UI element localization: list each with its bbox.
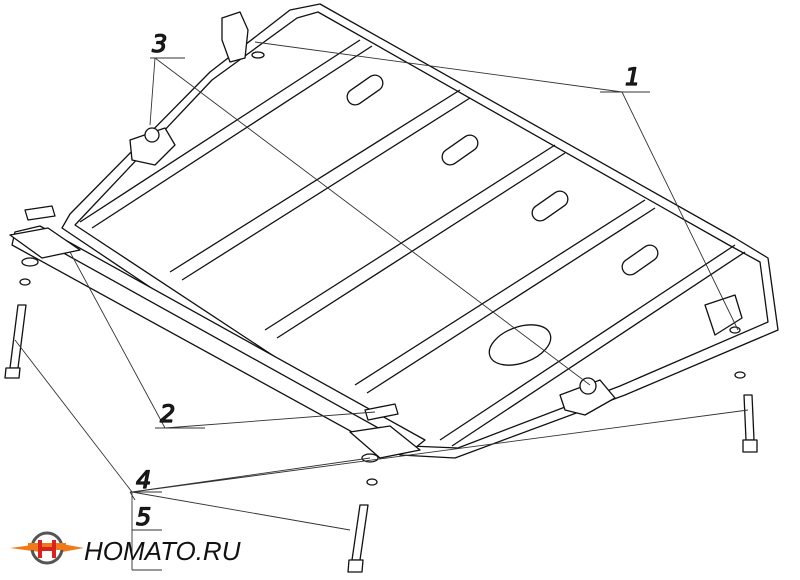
drain-slots <box>346 74 659 276</box>
homato-logo: HOMATO.RU <box>10 531 241 566</box>
bolts <box>4 257 758 573</box>
stiffening-ribs <box>79 39 746 447</box>
callout-3: 3 <box>152 30 167 58</box>
callout-5: 5 <box>136 503 151 531</box>
callout-4: 4 <box>136 466 151 494</box>
crossbar-edge <box>39 239 401 441</box>
callout-1: 1 <box>625 63 640 91</box>
mounting-brackets <box>9 11 743 459</box>
callout-2: 2 <box>160 400 175 428</box>
logo-text: HOMATO.RU <box>84 536 241 566</box>
leader-lines <box>14 41 749 571</box>
skid-plate-inner-edge <box>74 11 769 449</box>
